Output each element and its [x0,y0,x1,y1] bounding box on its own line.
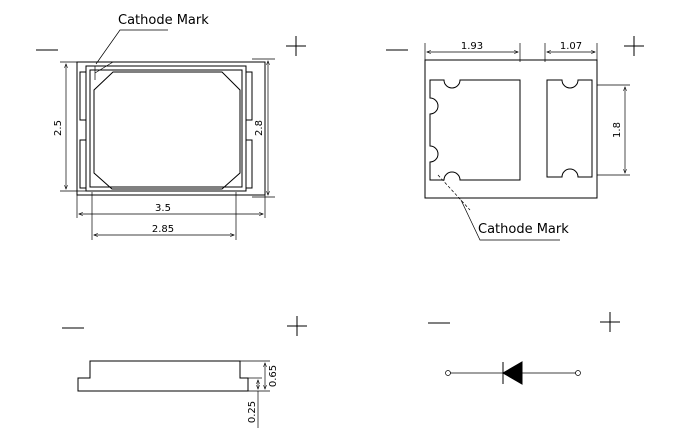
dim-width-outer: 3.5 [76,195,266,218]
diode-triangle [502,361,523,385]
dim-body-height: 0.65 [240,360,279,392]
dim-label: 1.8 [612,122,623,138]
package-side-outline [77,360,249,392]
side-view: 0.65 0.25 [62,316,307,428]
terminal-left [445,370,451,376]
cathode-mark-top: Cathode Mark [94,13,209,80]
dim-label: 2.8 [254,120,265,136]
package-outline [424,59,598,199]
bottom-view: Cathode Mark 1.93 1.07 1.8 [386,36,644,241]
dim-pad-right-width: 1.07 [544,41,598,62]
dim-pad-left-width: 1.93 [424,41,521,62]
terminal-right [575,370,581,376]
dim-label: 0.25 [247,401,258,423]
top-view: Cathode Mark 2.5 2.8 3.5 2.85 [36,13,306,240]
dim-label: 3.5 [155,203,171,214]
dim-label: 1.93 [461,41,483,52]
polarity-marks [428,312,620,332]
dim-pad-height: 0.25 [247,377,262,428]
dim-label: 1.07 [560,41,582,52]
cathode-pad-right [546,79,593,178]
dim-width-inner: 2.85 [91,192,237,240]
dim-label: 2.5 [53,120,64,136]
polarity-marks [386,36,644,56]
plus-sign [624,36,644,56]
dim-label: 2.85 [152,224,174,235]
package-outline [76,61,266,196]
cathode-mark-label: Cathode Mark [118,13,209,28]
plus-sign [286,36,306,56]
dim-height-left: 2.5 [53,61,86,192]
cathode-mark-label: Cathode Mark [478,222,569,237]
polarity-marks [36,36,306,56]
dim-height-right: 2.8 [252,58,275,198]
dim-pad-height: 1.8 [597,84,630,176]
polarity-marks [62,316,307,336]
diode-symbol [428,312,620,385]
dim-label: 0.65 [268,365,279,387]
lens-octagon [93,71,241,190]
cathode-mark-bottom: Cathode Mark [437,174,569,241]
anode-pad-left [429,79,521,181]
plus-sign [600,312,620,332]
plus-sign [287,316,307,336]
